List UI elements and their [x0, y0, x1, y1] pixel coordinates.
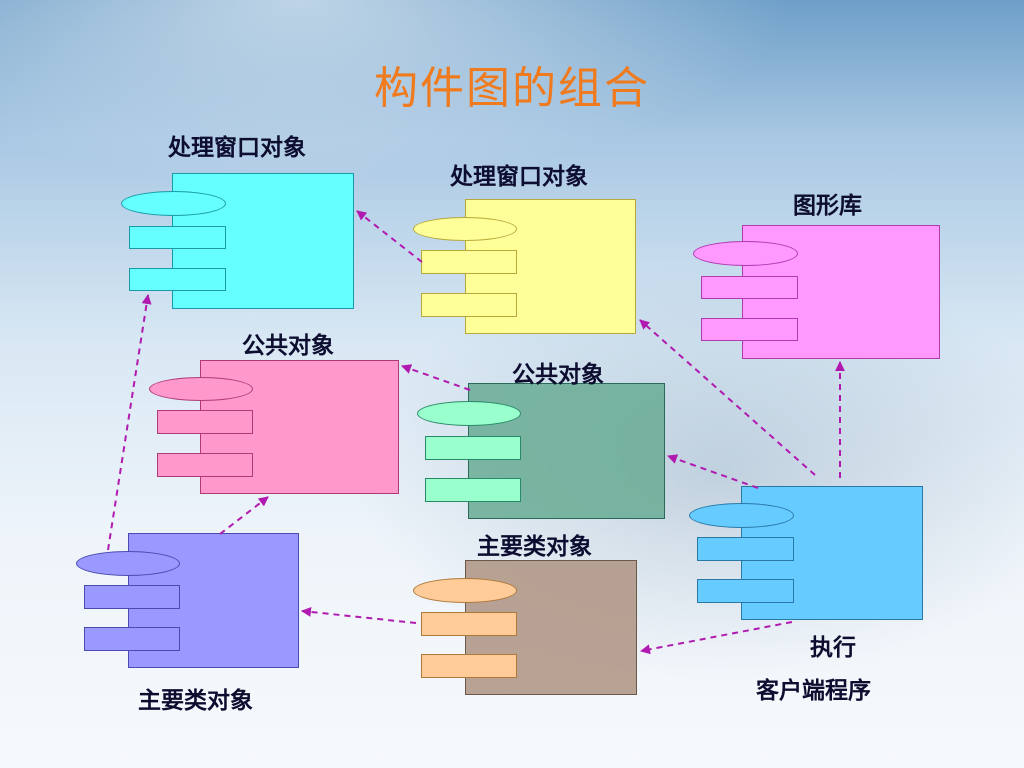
arrow-handler-center-to-handler-left — [356, 210, 423, 263]
component-interface-oval — [76, 551, 180, 576]
component-port — [84, 585, 180, 609]
label-handler-left: 处理窗口对象 — [168, 135, 306, 161]
component-port — [157, 410, 253, 434]
component-interface-oval — [149, 377, 253, 401]
component-port — [421, 293, 517, 317]
component-port — [157, 453, 253, 477]
label-graphics-lib: 图形库 — [793, 193, 862, 219]
arrow-exec-to-handler-center — [639, 319, 816, 476]
component-port — [421, 654, 517, 678]
arrow-exec-to-main-center — [640, 621, 793, 655]
label-common-center: 公共对象 — [512, 362, 604, 388]
component-interface-oval — [121, 191, 226, 216]
component-port — [425, 478, 521, 502]
component-interface-oval — [693, 241, 798, 266]
label-common-left: 公共对象 — [242, 333, 334, 359]
component-port — [425, 436, 521, 460]
component-port — [697, 537, 794, 561]
label-handler-center: 处理窗口对象 — [450, 164, 588, 190]
label-main-left: 主要类对象 — [138, 688, 253, 714]
component-port — [84, 627, 180, 651]
slide-title: 构件图的组合 — [374, 63, 650, 114]
component-interface-oval — [417, 401, 521, 426]
label-exec-line1: 执行 — [810, 635, 856, 661]
component-port — [129, 268, 226, 291]
label-main-center: 主要类对象 — [477, 534, 592, 560]
component-interface-oval — [689, 503, 794, 528]
label-exec-line2: 客户端程序 — [756, 678, 871, 704]
component-port — [701, 276, 798, 299]
component-port — [421, 612, 517, 636]
component-port — [129, 226, 226, 249]
arrow-common-center-to-common-left — [401, 364, 471, 391]
component-interface-oval — [413, 217, 517, 241]
arrow-exec-to-common-center — [667, 454, 759, 489]
component-interface-oval — [413, 578, 517, 603]
component-port — [697, 579, 794, 603]
arrow-main-left-to-common-left — [219, 496, 269, 535]
arrow-main-center-to-main-left — [301, 606, 417, 624]
component-port — [701, 318, 798, 341]
arrow-main-left-to-handler-left — [107, 294, 152, 551]
